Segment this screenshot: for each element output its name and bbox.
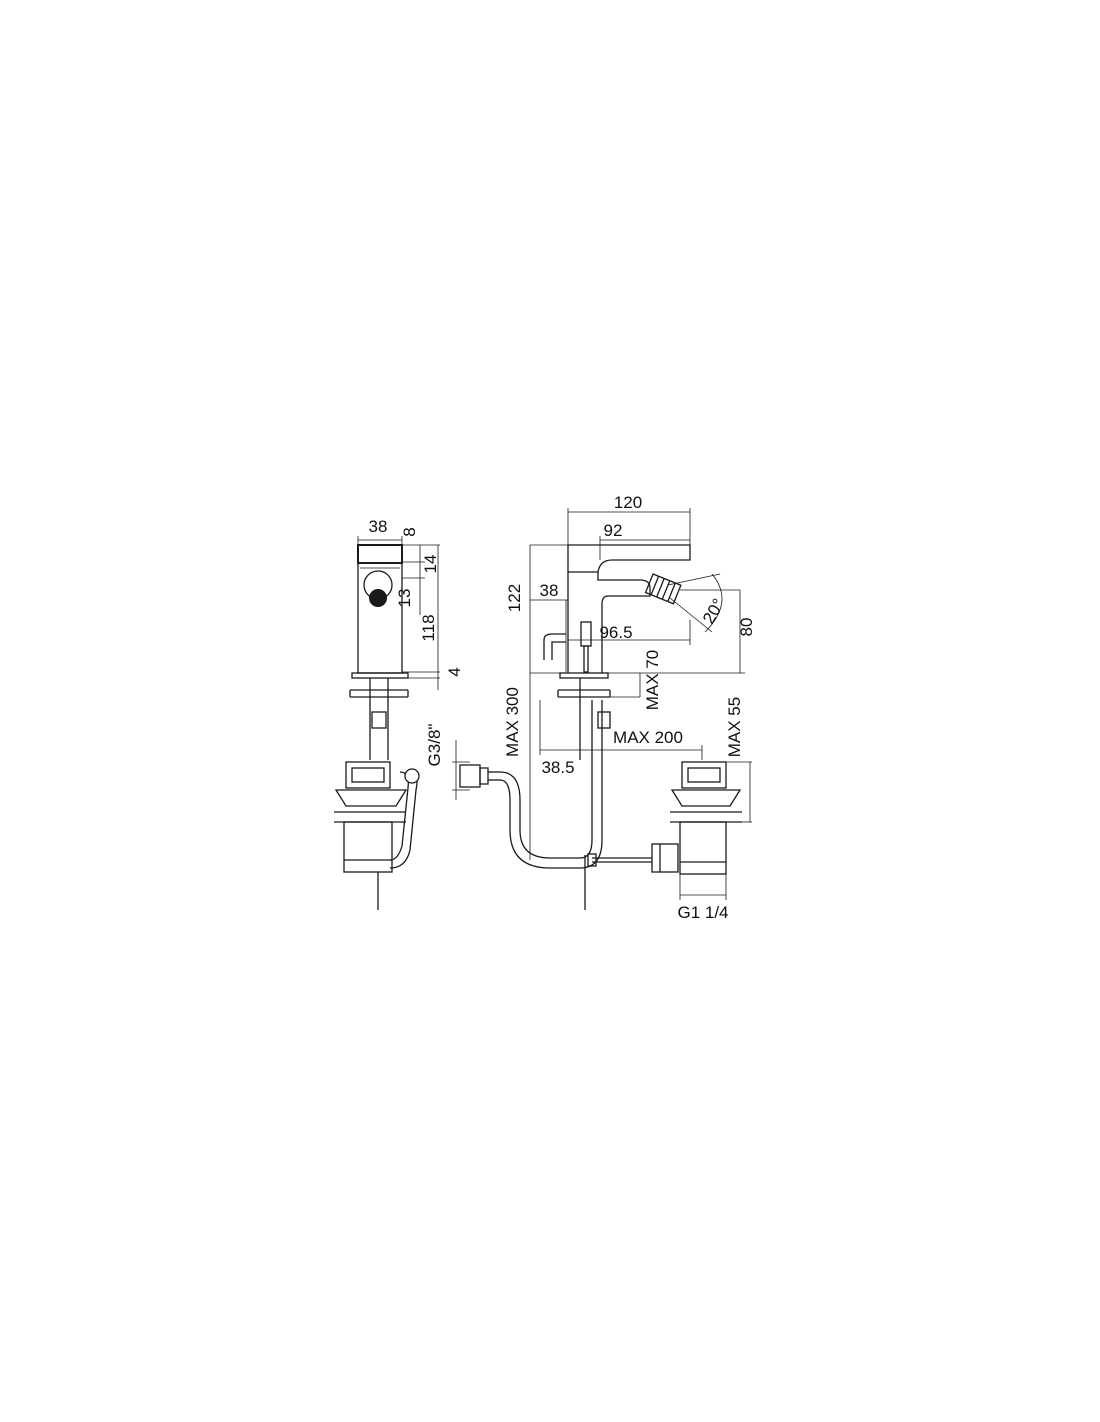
front-spout-height-label: 38 — [540, 581, 559, 600]
front-rod-offset-label: 38.5 — [541, 758, 574, 777]
supply-hose — [452, 700, 603, 869]
front-tilt-angle-label: 20° — [699, 595, 728, 627]
front-max-hose-label: MAX 300 — [503, 687, 522, 757]
side-body-height-label: 118 — [419, 614, 438, 641]
side-aerator-height-label: 13 — [395, 589, 414, 608]
front-view — [529, 508, 752, 910]
front-max-bowl-label: MAX 55 — [725, 697, 744, 757]
side-supply-thread-label: G3/8" — [425, 724, 444, 767]
side-top-offset-label: 8 — [400, 527, 419, 536]
front-lever-length-label: 92 — [604, 521, 623, 540]
side-base-label: 4 — [445, 667, 464, 676]
front-waste-thread-label: G1 1/4 — [677, 903, 728, 922]
side-handle-thickness-label: 14 — [421, 555, 440, 574]
front-max-deck-label: MAX 70 — [643, 650, 662, 710]
front-jet-height-label: 80 — [737, 618, 756, 637]
front-total-height-label: 122 — [505, 584, 524, 612]
side-view — [334, 536, 440, 910]
front-max-rod-label: MAX 200 — [613, 728, 683, 747]
front-spout-reach-label: 96.5 — [599, 623, 632, 642]
side-width-label: 38 — [369, 517, 388, 536]
front-depth-label: 120 — [614, 493, 642, 512]
